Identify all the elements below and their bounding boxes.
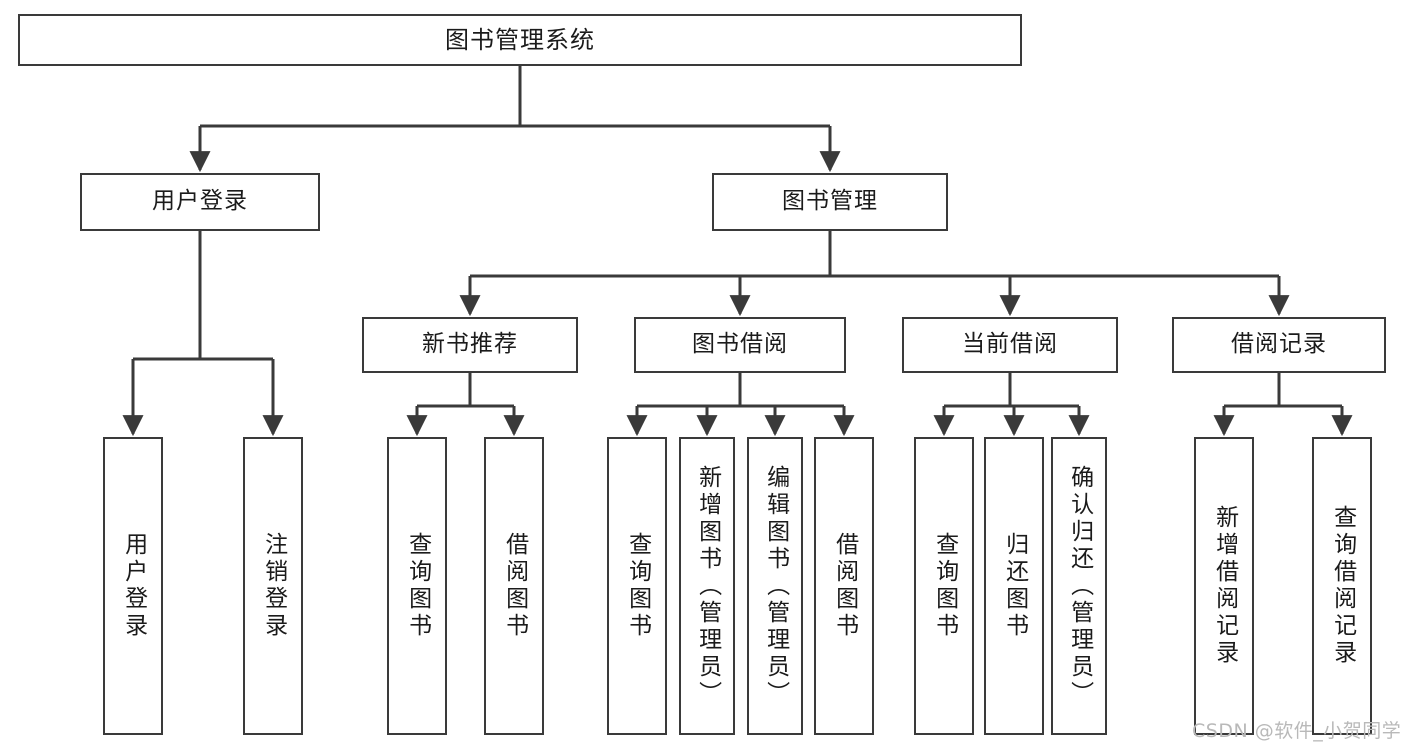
node-leaf-query-record[interactable]: 查询借阅记录 (1312, 437, 1372, 735)
node-book-manage[interactable]: 图书管理 (712, 173, 948, 231)
node-label: 借阅图书 (501, 532, 528, 640)
node-label: 新增图书（管理员） (694, 464, 721, 708)
node-leaf-add-record[interactable]: 新增借阅记录 (1194, 437, 1254, 735)
node-label: 用户登录 (120, 532, 147, 640)
node-label: 图书管理系统 (445, 25, 595, 54)
node-label: 查询图书 (404, 532, 431, 640)
node-user-login[interactable]: 用户登录 (80, 173, 320, 231)
node-borrow-record[interactable]: 借阅记录 (1172, 317, 1386, 373)
node-label: 注销登录 (260, 532, 287, 640)
node-book-borrow[interactable]: 图书借阅 (634, 317, 846, 373)
connector-bus (944, 373, 1079, 408)
node-leaf-add-book[interactable]: 新增图书（管理员） (679, 437, 735, 735)
node-leaf-query-book-2[interactable]: 查询图书 (607, 437, 667, 735)
node-label: 新书推荐 (422, 331, 518, 358)
node-root[interactable]: 图书管理系统 (18, 14, 1022, 66)
node-leaf-borrow-book-2[interactable]: 借阅图书 (814, 437, 874, 735)
node-current-borrow[interactable]: 当前借阅 (902, 317, 1118, 373)
node-leaf-logout[interactable]: 注销登录 (243, 437, 303, 735)
node-label: 新增借阅记录 (1211, 505, 1238, 667)
node-label: 编辑图书（管理员） (762, 464, 789, 708)
node-label: 查询图书 (931, 532, 958, 640)
node-leaf-borrow-book-1[interactable]: 借阅图书 (484, 437, 544, 735)
node-label: 当前借阅 (962, 331, 1058, 358)
node-leaf-return-book[interactable]: 归还图书 (984, 437, 1044, 735)
csdn-watermark: CSDN @软件_小贺同学 (1192, 720, 1402, 742)
node-label: 确认归还（管理员） (1066, 464, 1093, 708)
connector-bus (133, 231, 273, 361)
node-new-book-rec[interactable]: 新书推荐 (362, 317, 578, 373)
connector-bus (417, 373, 514, 408)
node-label: 归还图书 (1001, 532, 1028, 640)
connector-bus (1224, 373, 1342, 408)
node-label: 查询借阅记录 (1329, 505, 1356, 667)
node-leaf-query-book-3[interactable]: 查询图书 (914, 437, 974, 735)
node-leaf-query-book-1[interactable]: 查询图书 (387, 437, 447, 735)
connector-bus (470, 231, 1279, 278)
node-label: 查询图书 (624, 532, 651, 640)
node-leaf-confirm-return[interactable]: 确认归还（管理员） (1051, 437, 1107, 735)
node-label: 图书管理 (782, 188, 878, 215)
node-label: 借阅图书 (831, 532, 858, 640)
node-label: 借阅记录 (1231, 331, 1327, 358)
connector-bus (200, 66, 830, 128)
node-leaf-user-login[interactable]: 用户登录 (103, 437, 163, 735)
node-label: 图书借阅 (692, 331, 788, 358)
node-leaf-edit-book[interactable]: 编辑图书（管理员） (747, 437, 803, 735)
connector-bus (637, 373, 844, 408)
node-label: 用户登录 (152, 188, 248, 215)
